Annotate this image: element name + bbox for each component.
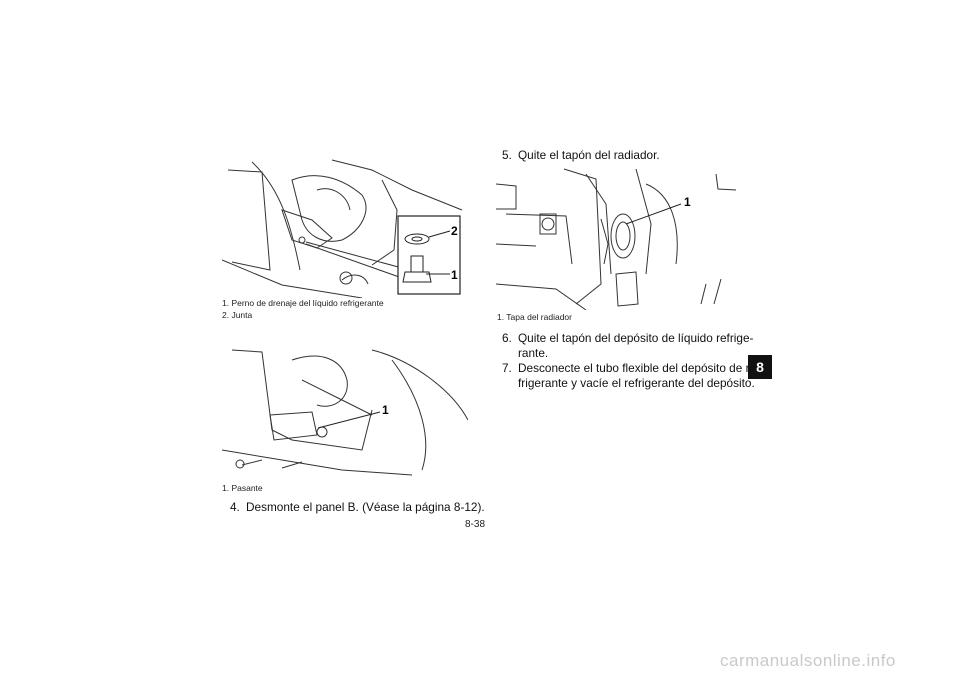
step-5-number: 5. — [502, 148, 512, 162]
step-6-number: 6. — [502, 331, 512, 345]
figure-coolant-drain-bolt: 2 1 — [222, 150, 468, 298]
step-7-number: 7. — [502, 361, 512, 375]
section-tab: 8 — [748, 355, 772, 379]
step-4-number: 4. — [230, 500, 240, 514]
step-4: 4. Desmonte el panel B. (Véase la página … — [230, 500, 485, 515]
drain-caption-1: 1. Perno de drenaje del líquido refriger… — [222, 298, 384, 308]
step-6-line-2: rante. — [518, 346, 549, 360]
figure-radiator-cap: 1 — [496, 164, 744, 310]
step-7: 7. Desconecte el tubo flexible del depósi… — [502, 361, 760, 391]
grommet-caption-1: 1. Pasante — [222, 483, 263, 493]
grommet-callout-1: 1 — [382, 403, 389, 417]
watermark: carmanualsonline.info — [720, 651, 896, 670]
figure-grommet: 1 — [222, 340, 468, 480]
radiator-callout-1: 1 — [684, 195, 691, 209]
drain-callout-2: 2 — [451, 224, 458, 238]
radiator-caption-1: 1. Tapa del radiador — [497, 312, 572, 322]
page-number: 8-38 — [465, 519, 486, 530]
step-4-text: Desmonte el panel B. (Véase la página 8-… — [246, 500, 485, 514]
coolant-drain-illustration: 2 1 — [222, 159, 463, 298]
step-7-line-2: frigerante y vacíe el refrigerante del d… — [518, 376, 755, 390]
drain-caption-2: 2. Junta — [222, 310, 253, 320]
grommet-illustration: 1 — [222, 349, 468, 476]
drain-callout-1: 1 — [451, 268, 458, 282]
step-6: 6. Quite el tapón del depósito de líquido… — [502, 331, 753, 361]
step-5: 5. Quite el tapón del radiador. — [502, 148, 660, 163]
radiator-cap-illustration: 1 — [496, 168, 737, 310]
step-5-text: Quite el tapón del radiador. — [518, 148, 660, 162]
step-6-line-1: Quite el tapón del depósito de líquido r… — [518, 331, 754, 345]
step-7-line-1: Desconecte el tubo flexible del depósito… — [518, 361, 760, 375]
